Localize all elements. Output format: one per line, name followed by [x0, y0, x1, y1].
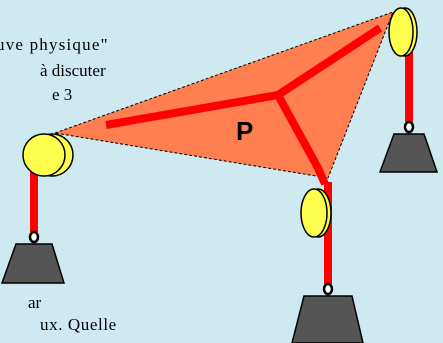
hooks	[28, 120, 415, 296]
text-line-3: e 3	[52, 85, 73, 104]
text-line-1: uve physique"	[0, 35, 109, 54]
text-line-5: ux. Quelle	[40, 315, 117, 334]
pulley-top-right	[388, 7, 418, 57]
text-line-4: ar	[28, 293, 42, 312]
strings	[105, 24, 383, 186]
weight-bottom	[291, 295, 364, 343]
pulley-left	[22, 133, 74, 177]
weight-left	[0, 243, 66, 284]
hook-left	[28, 230, 40, 244]
weights	[0, 133, 439, 343]
text-line-2: à discuter	[40, 61, 106, 80]
weight-right	[378, 133, 439, 173]
point-p-label: P	[236, 116, 254, 146]
hook-right	[403, 120, 415, 134]
pulley-bottom	[300, 188, 332, 238]
triangular-plate	[53, 11, 394, 179]
string-top-right	[275, 24, 383, 99]
string-bottom	[274, 93, 329, 186]
hook-bottom	[322, 282, 334, 296]
string-left	[105, 91, 279, 129]
